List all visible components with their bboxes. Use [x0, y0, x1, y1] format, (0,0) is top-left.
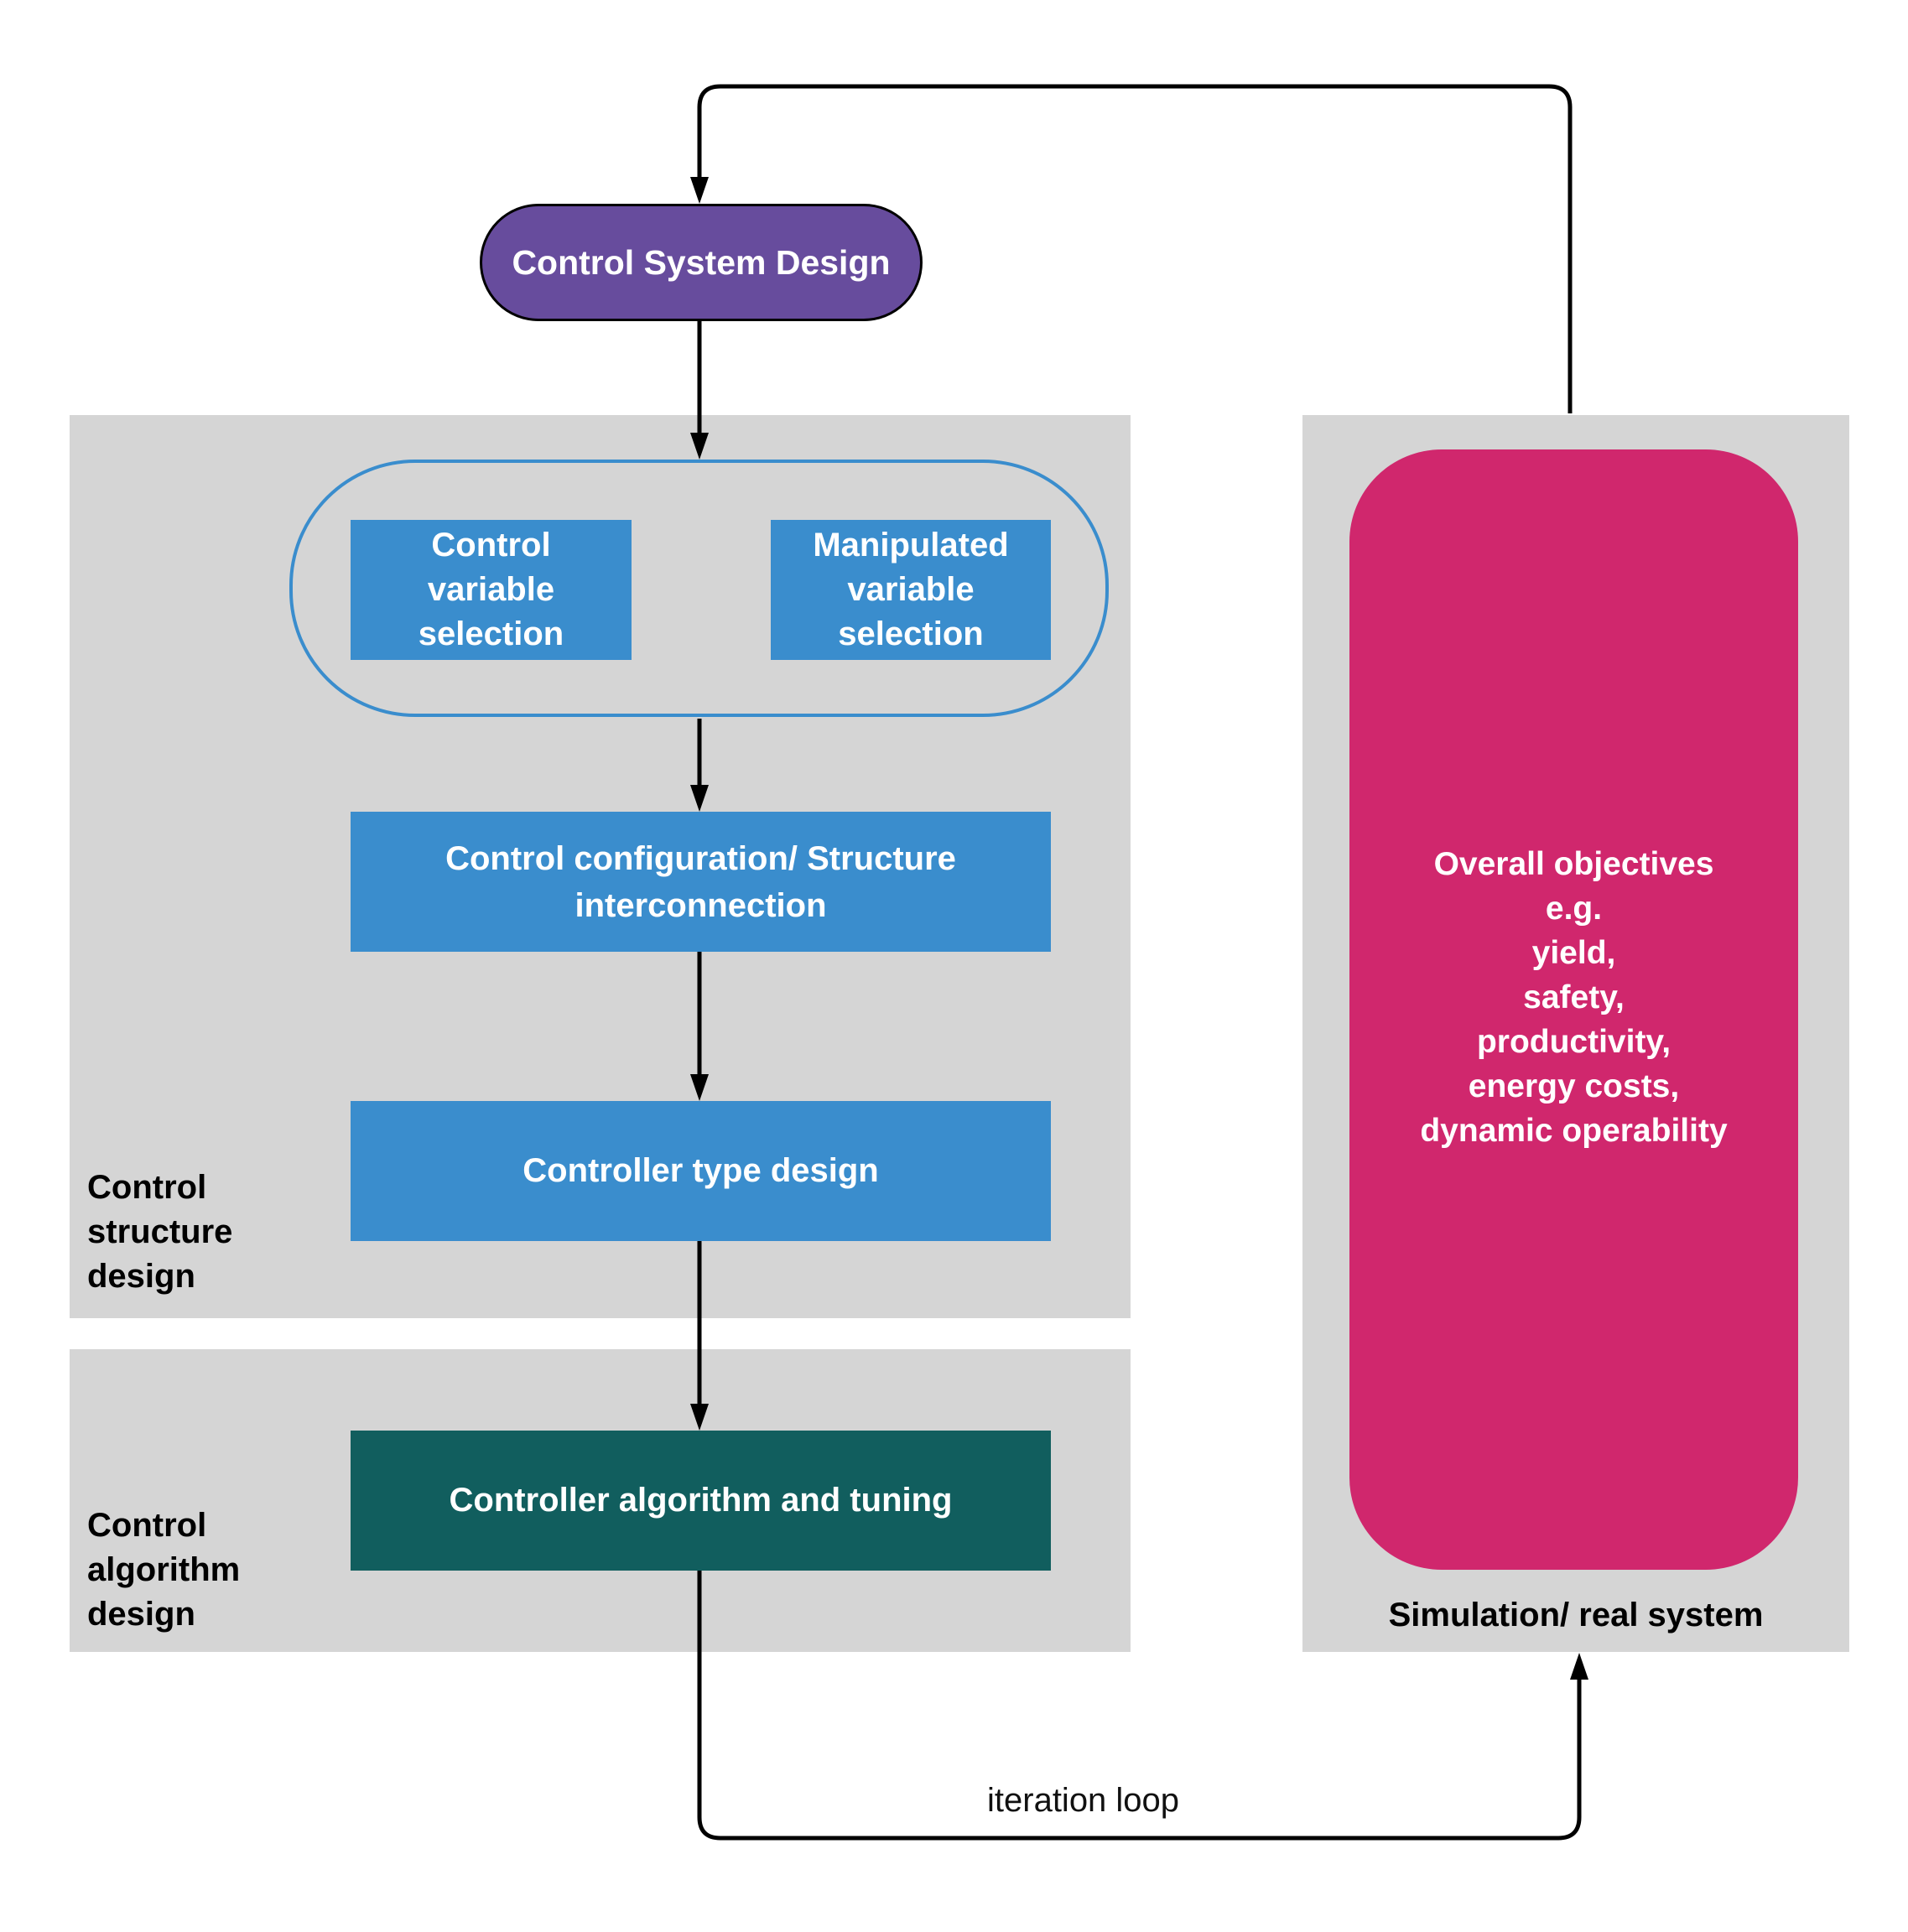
label-line: selection	[838, 615, 984, 652]
arrowhead-icon	[690, 1074, 709, 1101]
arrowhead-icon	[1570, 1653, 1588, 1680]
selection-group-oval	[289, 460, 1109, 717]
label-line: safety,	[1523, 979, 1625, 1015]
arrowhead-icon	[690, 1404, 709, 1431]
label-line: algorithm	[87, 1551, 241, 1588]
label-line: variable	[427, 571, 555, 608]
label-line: Control	[431, 527, 551, 564]
label-line: design	[87, 1596, 195, 1633]
label-line: selection	[418, 615, 564, 652]
node-control-system-design[interactable]: Control System Design	[480, 204, 923, 321]
edge-feedback-to-start	[697, 84, 1573, 413]
edge-iteration-loop	[697, 1571, 1582, 1841]
node-label: Controller type design	[522, 1152, 879, 1189]
node-label: Overall objectives e.g. yield, safety, p…	[1420, 842, 1727, 1153]
node-control-configuration[interactable]: Control configuration/ Structure interco…	[351, 812, 1051, 952]
label-line: Manipulated	[813, 527, 1009, 564]
node-manipulated-variable-selection[interactable]: Manipulated variable selection	[771, 520, 1051, 660]
label-simulation-real-system: Simulation/ real system	[1302, 1593, 1849, 1638]
label-line: dynamic operability	[1420, 1112, 1728, 1149]
node-label: Control variable selection	[419, 523, 564, 657]
label-line: Overall objectives	[1433, 845, 1714, 882]
iteration-loop-label: iteration loop	[987, 1782, 1179, 1820]
arrowhead-icon	[690, 785, 709, 812]
node-control-variable-selection[interactable]: Control variable selection	[351, 520, 632, 660]
label-line: e.g.	[1545, 890, 1603, 927]
label-line: productivity,	[1476, 1023, 1671, 1060]
label-text: Simulation/ real system	[1388, 1597, 1764, 1633]
label-line: Control	[87, 1507, 207, 1544]
label-line: interconnection	[574, 886, 827, 924]
node-controller-type-design[interactable]: Controller type design	[351, 1101, 1051, 1241]
label-line: Control	[87, 1169, 207, 1206]
node-label: Control System Design	[512, 242, 891, 282]
label-control-algorithm-design: Control algorithm design	[87, 1504, 240, 1637]
arrowhead-icon	[690, 433, 709, 460]
label-line: variable	[847, 571, 975, 608]
label-line: yield,	[1531, 934, 1616, 971]
label-line: energy costs,	[1468, 1067, 1680, 1104]
node-label: Control configuration/ Structure interco…	[445, 835, 956, 929]
edge-label: iteration loop	[987, 1782, 1180, 1819]
node-controller-algorithm-and-tuning[interactable]: Controller algorithm and tuning	[351, 1431, 1051, 1571]
node-overall-objectives[interactable]: Overall objectives e.g. yield, safety, p…	[1349, 449, 1798, 1570]
label-line: Control configuration/ Structure	[445, 839, 956, 877]
label-line: structure	[87, 1213, 233, 1250]
node-label: Controller algorithm and tuning	[449, 1482, 953, 1519]
arrowhead-icon	[690, 177, 709, 204]
label-control-structure-design: Control structure design	[87, 1166, 232, 1299]
node-label: Manipulated variable selection	[813, 523, 1008, 657]
label-line: design	[87, 1258, 195, 1295]
